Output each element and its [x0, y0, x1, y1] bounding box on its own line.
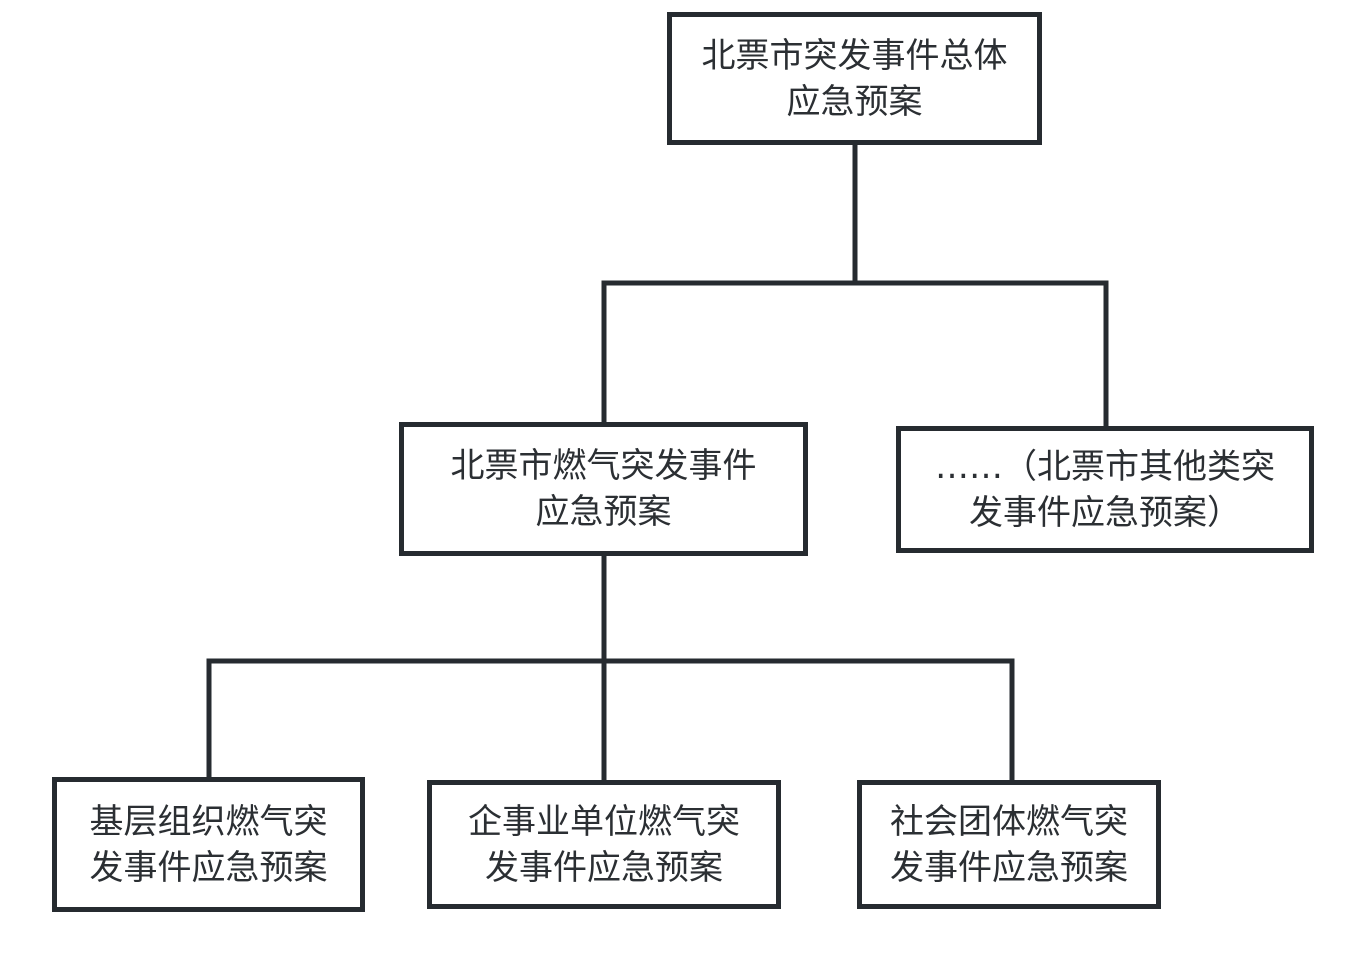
node-enterprise-line1: 企事业单位燃气突: [468, 801, 740, 842]
node-social-line1: 社会团体燃气突: [890, 801, 1128, 842]
node-social-line2: 发事件应急预案: [890, 847, 1128, 888]
node-enterprise-line2: 发事件应急预案: [485, 847, 723, 888]
node-grassroots-line2: 发事件应急预案: [89, 847, 328, 888]
node-gas-emergency-plan: 北票市燃气突发事件 应急预案: [399, 422, 808, 556]
node-other-emergency-plans: ……（北票市其他类突 发事件应急预案）: [896, 426, 1314, 553]
node-root-line1: 北票市突发事件总体: [701, 35, 1008, 76]
node-gas-line2: 应急预案: [535, 492, 672, 532]
node-other-line1: ……（北票市其他类突: [935, 446, 1275, 487]
node-gas-line1: 北票市燃气突发事件: [450, 446, 757, 486]
node-enterprise-plan: 企事业单位燃气突 发事件应急预案: [427, 780, 781, 909]
node-root-overall-plan: 北票市突发事件总体 应急预案: [667, 12, 1042, 145]
node-grassroots-plan: 基层组织燃气突 发事件应急预案: [52, 777, 365, 912]
node-social-group-plan: 社会团体燃气突 发事件应急预案: [857, 780, 1161, 909]
node-grassroots-line1: 基层组织燃气突: [89, 801, 328, 842]
node-root-line2: 应急预案: [786, 81, 923, 122]
node-other-line2: 发事件应急预案）: [969, 492, 1241, 533]
